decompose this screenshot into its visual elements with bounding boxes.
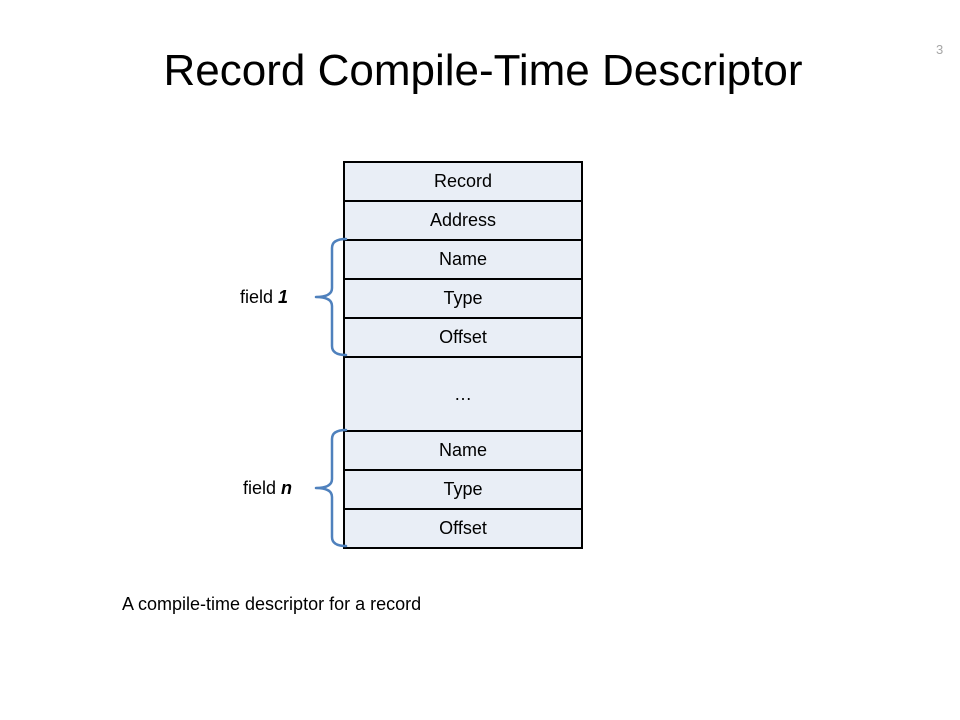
- field-n-index: n: [281, 478, 293, 498]
- field-n-word: field: [243, 478, 277, 498]
- row-ellipsis: …: [345, 358, 581, 432]
- field-1-index: 1: [278, 287, 289, 307]
- row-fieldn-name: Name: [345, 432, 581, 471]
- field-n-label: field n: [243, 478, 292, 499]
- slide-number: 3: [936, 42, 944, 57]
- row-field1-offset: Offset: [345, 319, 581, 358]
- descriptor-table: Record Address Name Type Offset … Name T…: [343, 161, 583, 549]
- field-1-brace: [314, 237, 348, 357]
- row-record: Record: [345, 163, 581, 202]
- row-address: Address: [345, 202, 581, 241]
- diagram-caption: A compile-time descriptor for a record: [122, 594, 422, 614]
- field-n-brace: [314, 428, 348, 548]
- field-1-word: field: [240, 287, 274, 307]
- field-1-label: field 1: [240, 287, 288, 308]
- row-fieldn-offset: Offset: [345, 510, 581, 549]
- row-field1-type: Type: [345, 280, 581, 319]
- row-fieldn-type: Type: [345, 471, 581, 510]
- slide-title: Record Compile-Time Descriptor: [163, 46, 803, 95]
- row-field1-name: Name: [345, 241, 581, 280]
